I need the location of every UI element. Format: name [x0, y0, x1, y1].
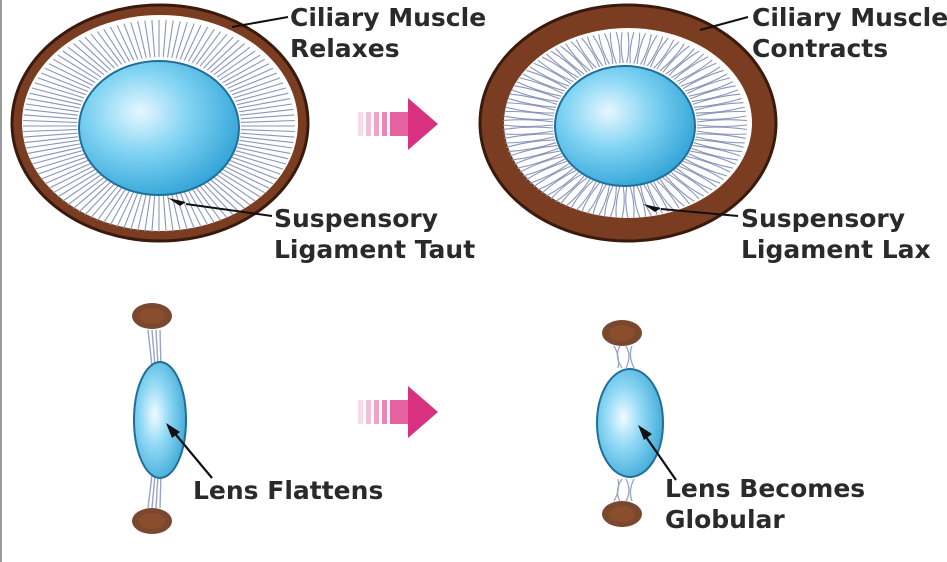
lens-side-flat — [134, 362, 186, 478]
label-ciliary-muscle-relaxes: Ciliary Muscle Relaxes — [290, 2, 486, 64]
label-line: Suspensory — [274, 203, 475, 234]
leader-line — [232, 17, 288, 27]
eye-relaxed — [12, 5, 308, 241]
label-line: Lens Flattens — [193, 475, 383, 506]
label-suspensory-ligament-lax: Suspensory Ligament Lax — [741, 203, 931, 265]
label-lens-becomes-globular: Lens Becomes Globular — [665, 473, 865, 535]
label-line: Relaxes — [290, 33, 486, 64]
lens-front-contracted — [555, 66, 695, 186]
label-suspensory-ligament-taut: Suspensory Ligament Taut — [274, 203, 475, 265]
label-line: Ligament Lax — [741, 234, 931, 265]
lens-side-round — [597, 369, 663, 477]
label-line: Ciliary Muscle — [290, 2, 486, 33]
transition-arrow-icon — [358, 386, 438, 438]
label-line: Suspensory — [741, 203, 931, 234]
lens-front-relaxed — [79, 61, 239, 195]
eye-contracted — [480, 5, 776, 241]
label-line: Contracts — [752, 33, 947, 64]
label-ciliary-muscle-contracts: Ciliary Muscle Contracts — [752, 2, 947, 64]
label-line: Globular — [665, 504, 865, 535]
label-line: Ciliary Muscle — [752, 2, 947, 33]
transition-arrow-icon — [358, 98, 438, 150]
label-lens-flattens: Lens Flattens — [193, 475, 383, 506]
label-line: Lens Becomes — [665, 473, 865, 504]
label-line: Ligament Taut — [274, 234, 475, 265]
